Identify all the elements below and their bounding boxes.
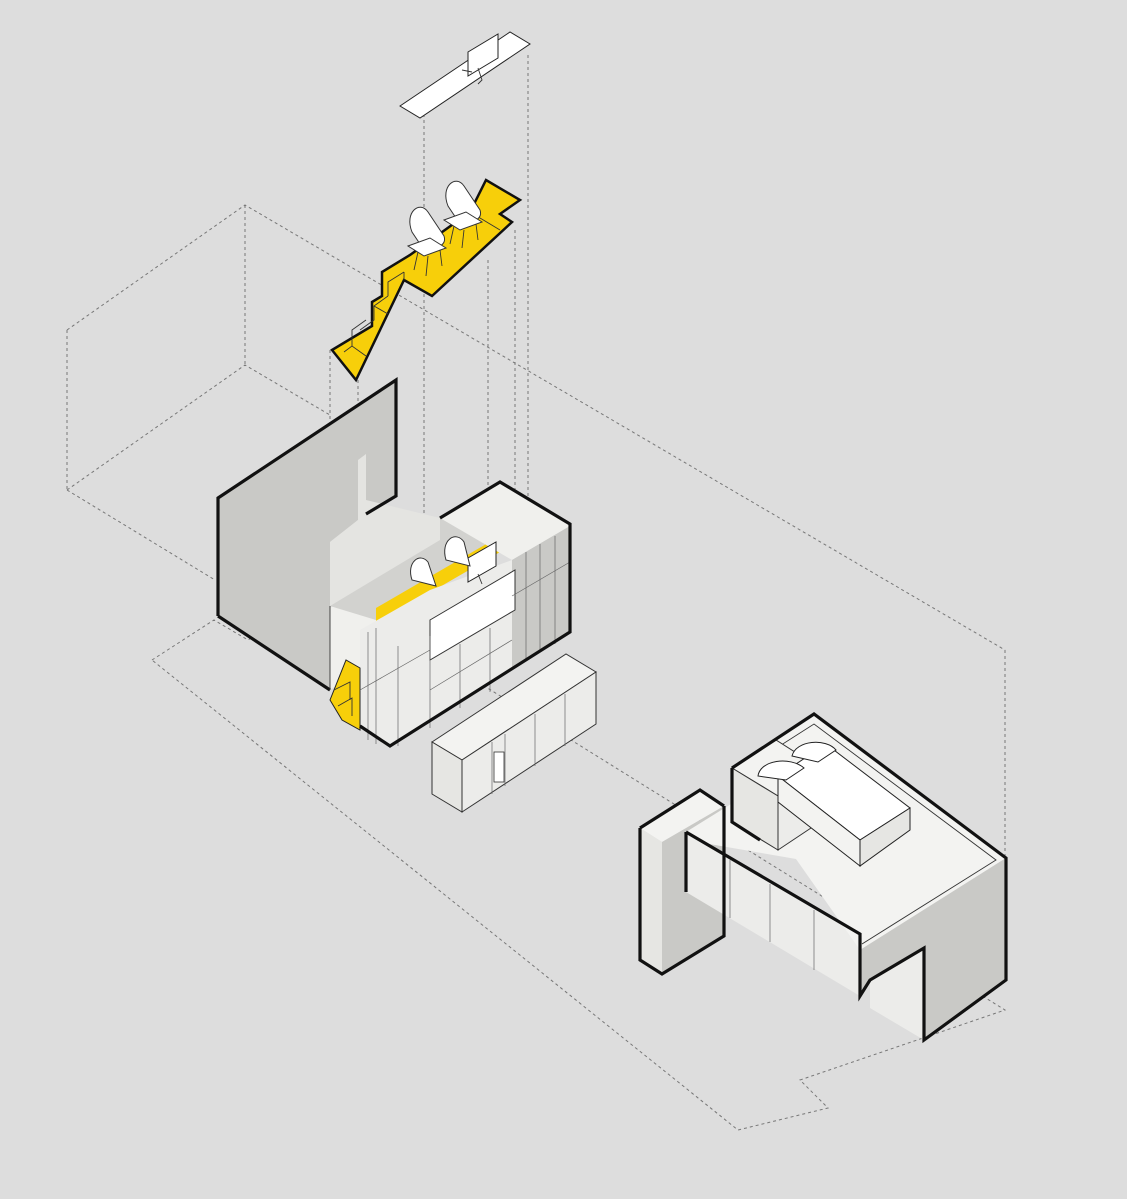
apartment-shell-outline	[66, 204, 1006, 860]
chair-icon	[406, 206, 448, 277]
wall-shelf-with-monitor	[399, 31, 531, 119]
floor-slab	[151, 589, 1007, 1131]
low-cabinet	[431, 653, 597, 813]
chair-icon	[442, 180, 484, 249]
monitor-icon	[467, 541, 497, 585]
loft-desk-and-stairs	[330, 178, 523, 383]
lower-stairs	[329, 659, 361, 731]
chair-icon	[410, 557, 437, 587]
bed-icon	[757, 741, 911, 868]
chair-icon	[444, 536, 471, 567]
stair-wall-volume	[216, 377, 572, 748]
monitor-icon	[461, 33, 499, 85]
raised-bed-platform	[638, 712, 1008, 1044]
